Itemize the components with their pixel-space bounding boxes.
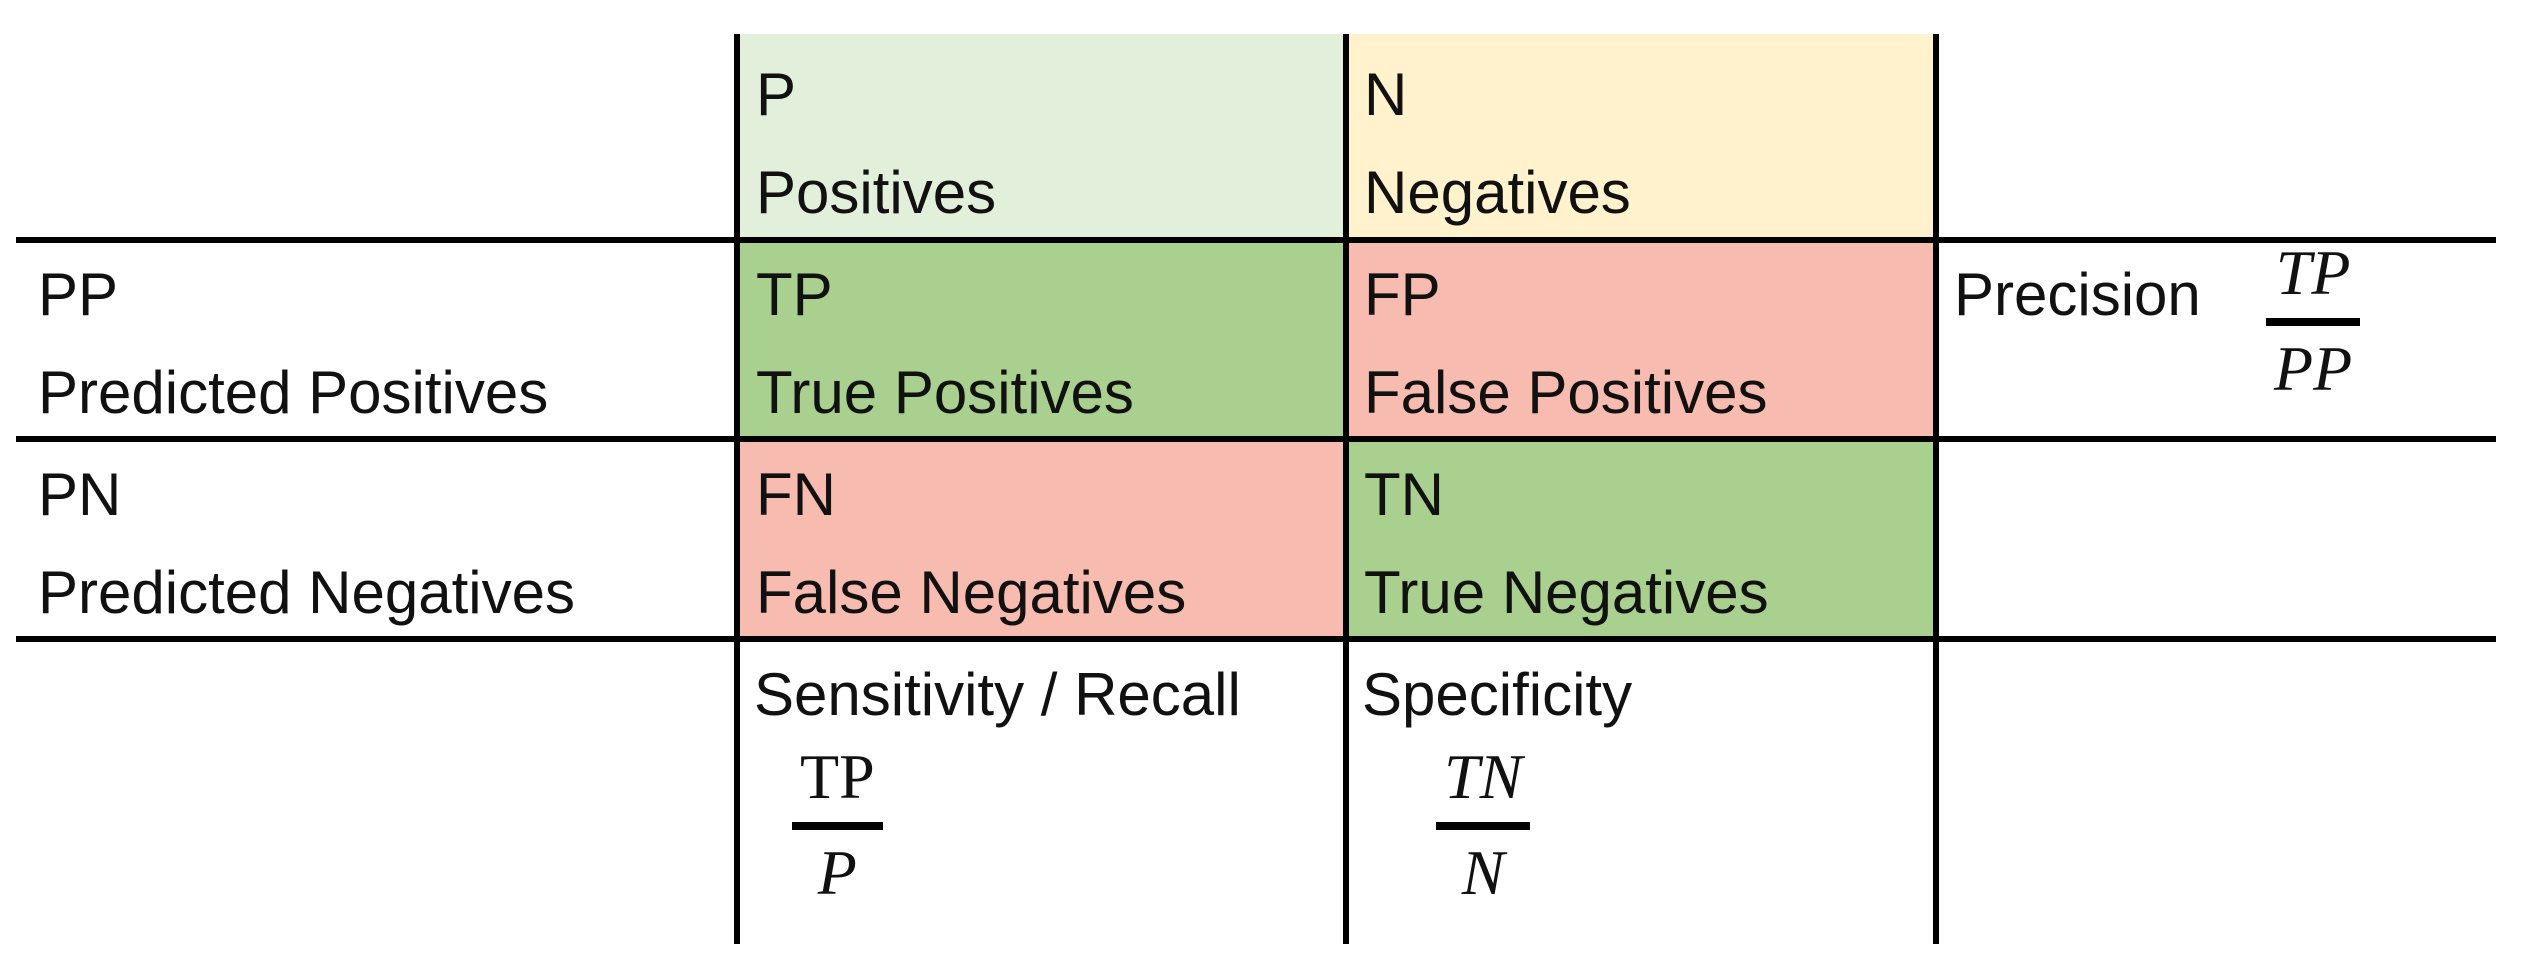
positives-header-cell <box>740 34 1346 240</box>
recall-formula: TP P <box>792 740 883 910</box>
recall-fraction-bar <box>792 822 883 830</box>
precision-fraction-bar <box>2266 318 2361 326</box>
precision-denominator: PP <box>2274 333 2353 404</box>
false-positives-label: False Positives <box>1364 359 1768 426</box>
precision-formula: TP PP <box>2266 236 2361 406</box>
true-positives-abbr: TP <box>756 261 833 328</box>
precision-label: Precision <box>1954 261 2201 328</box>
specificity-denominator: N <box>1461 837 1505 908</box>
false-negatives-cell <box>740 440 1346 640</box>
predicted-positives-abbr: PP <box>38 261 119 328</box>
grid-line-horizontal-1 <box>16 237 2496 243</box>
false-negatives-label: False Negatives <box>756 559 1187 626</box>
true-positives-label: True Positives <box>756 359 1134 426</box>
true-positives-cell <box>740 240 1346 440</box>
true-negatives-cell <box>1346 440 1936 640</box>
predicted-positives-label: Predicted Positives <box>38 359 549 426</box>
negatives-abbr: N <box>1364 61 1408 128</box>
specificity-label: Specificity <box>1362 661 1633 728</box>
true-negatives-abbr: TN <box>1364 461 1444 528</box>
grid-line-vertical-1 <box>734 34 740 944</box>
predicted-negatives-label: Predicted Negatives <box>38 559 575 626</box>
true-negatives-label: True Negatives <box>1364 559 1769 626</box>
grid-line-horizontal-2 <box>16 436 2496 442</box>
precision-numerator: TP <box>2275 237 2351 308</box>
positives-abbr: P <box>756 61 797 128</box>
grid-line-horizontal-3 <box>16 636 2496 642</box>
grid-line-vertical-3 <box>1933 34 1939 944</box>
specificity-fraction-bar <box>1436 822 1531 830</box>
predicted-negatives-abbr: PN <box>38 461 122 528</box>
grid-line-vertical-2 <box>1343 34 1349 944</box>
recall-label: Sensitivity / Recall <box>754 661 1241 728</box>
specificity-formula: TN N <box>1436 740 1531 910</box>
positives-label: Positives <box>756 159 997 226</box>
negatives-header-cell <box>1346 34 1936 240</box>
false-positives-abbr: FP <box>1364 261 1441 328</box>
recall-numerator: TP <box>800 741 875 812</box>
negatives-label: Negatives <box>1364 159 1631 226</box>
false-positives-cell <box>1346 240 1936 440</box>
false-negatives-abbr: FN <box>756 461 836 528</box>
recall-denominator: P <box>817 837 857 908</box>
specificity-numerator: TN <box>1444 741 1523 812</box>
